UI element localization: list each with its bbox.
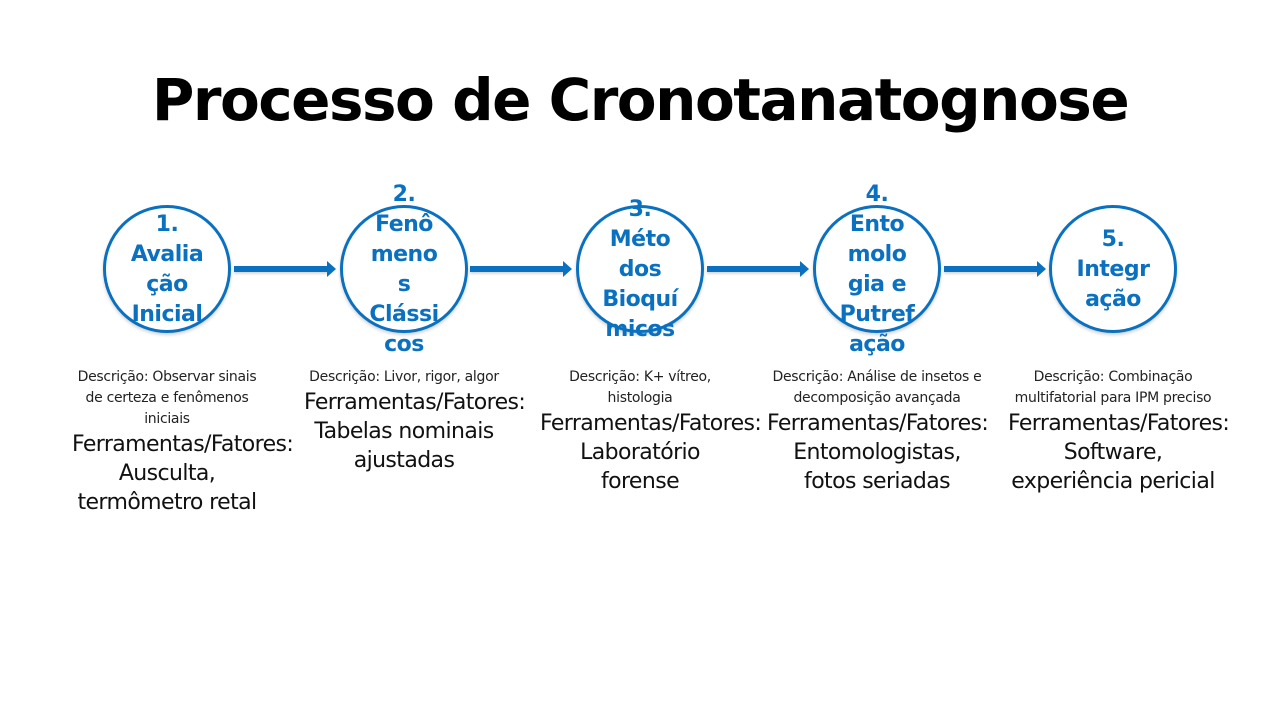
step-title: 3. Méto dos Bioquí micos — [602, 197, 678, 342]
arrow-right-icon — [707, 261, 809, 277]
step-title: 2. Fenô meno s Clássi cos — [369, 182, 439, 357]
step-title: 5. Integr ação — [1076, 227, 1150, 312]
step-tools: Ferramentas/Fatores: Entomologistas, fot… — [767, 411, 989, 494]
step-tools: Ferramentas/Fatores: Tabelas nominais aj… — [304, 390, 526, 473]
step-circle — [103, 205, 231, 333]
step-description: Descrição: Livor, rigor, algor Ferrament… — [304, 369, 526, 473]
step-description: Descrição: K+ vítreo, histologia Ferrame… — [540, 369, 762, 494]
step-title: 4. Ento molo gia e Putref ação — [839, 182, 915, 357]
step-circle — [576, 205, 704, 333]
step-title: 1. Avalia ção Inicial — [130, 212, 204, 327]
step-description: Descrição: Observar sinais de certeza e … — [72, 369, 294, 515]
step-circle — [340, 205, 468, 333]
step-description: Descrição: Combinação multifatorial para… — [1008, 369, 1230, 494]
step-circle — [813, 205, 941, 333]
step-tools: Ferramentas/Fatores: Ausculta, termômetr… — [72, 432, 294, 515]
arrow-right-icon — [234, 261, 336, 277]
step-tools: Ferramentas/Fatores: Laboratório forense — [540, 411, 762, 494]
step-circle — [1049, 205, 1177, 333]
arrow-right-icon — [944, 261, 1046, 277]
arrow-right-icon — [470, 261, 572, 277]
step-tools: Ferramentas/Fatores: Software, experiênc… — [1008, 411, 1230, 494]
step-description: Descrição: Análise de insetos e decompos… — [767, 369, 989, 494]
slide-title: Processo de Cronotanatognose — [151, 66, 1130, 134]
